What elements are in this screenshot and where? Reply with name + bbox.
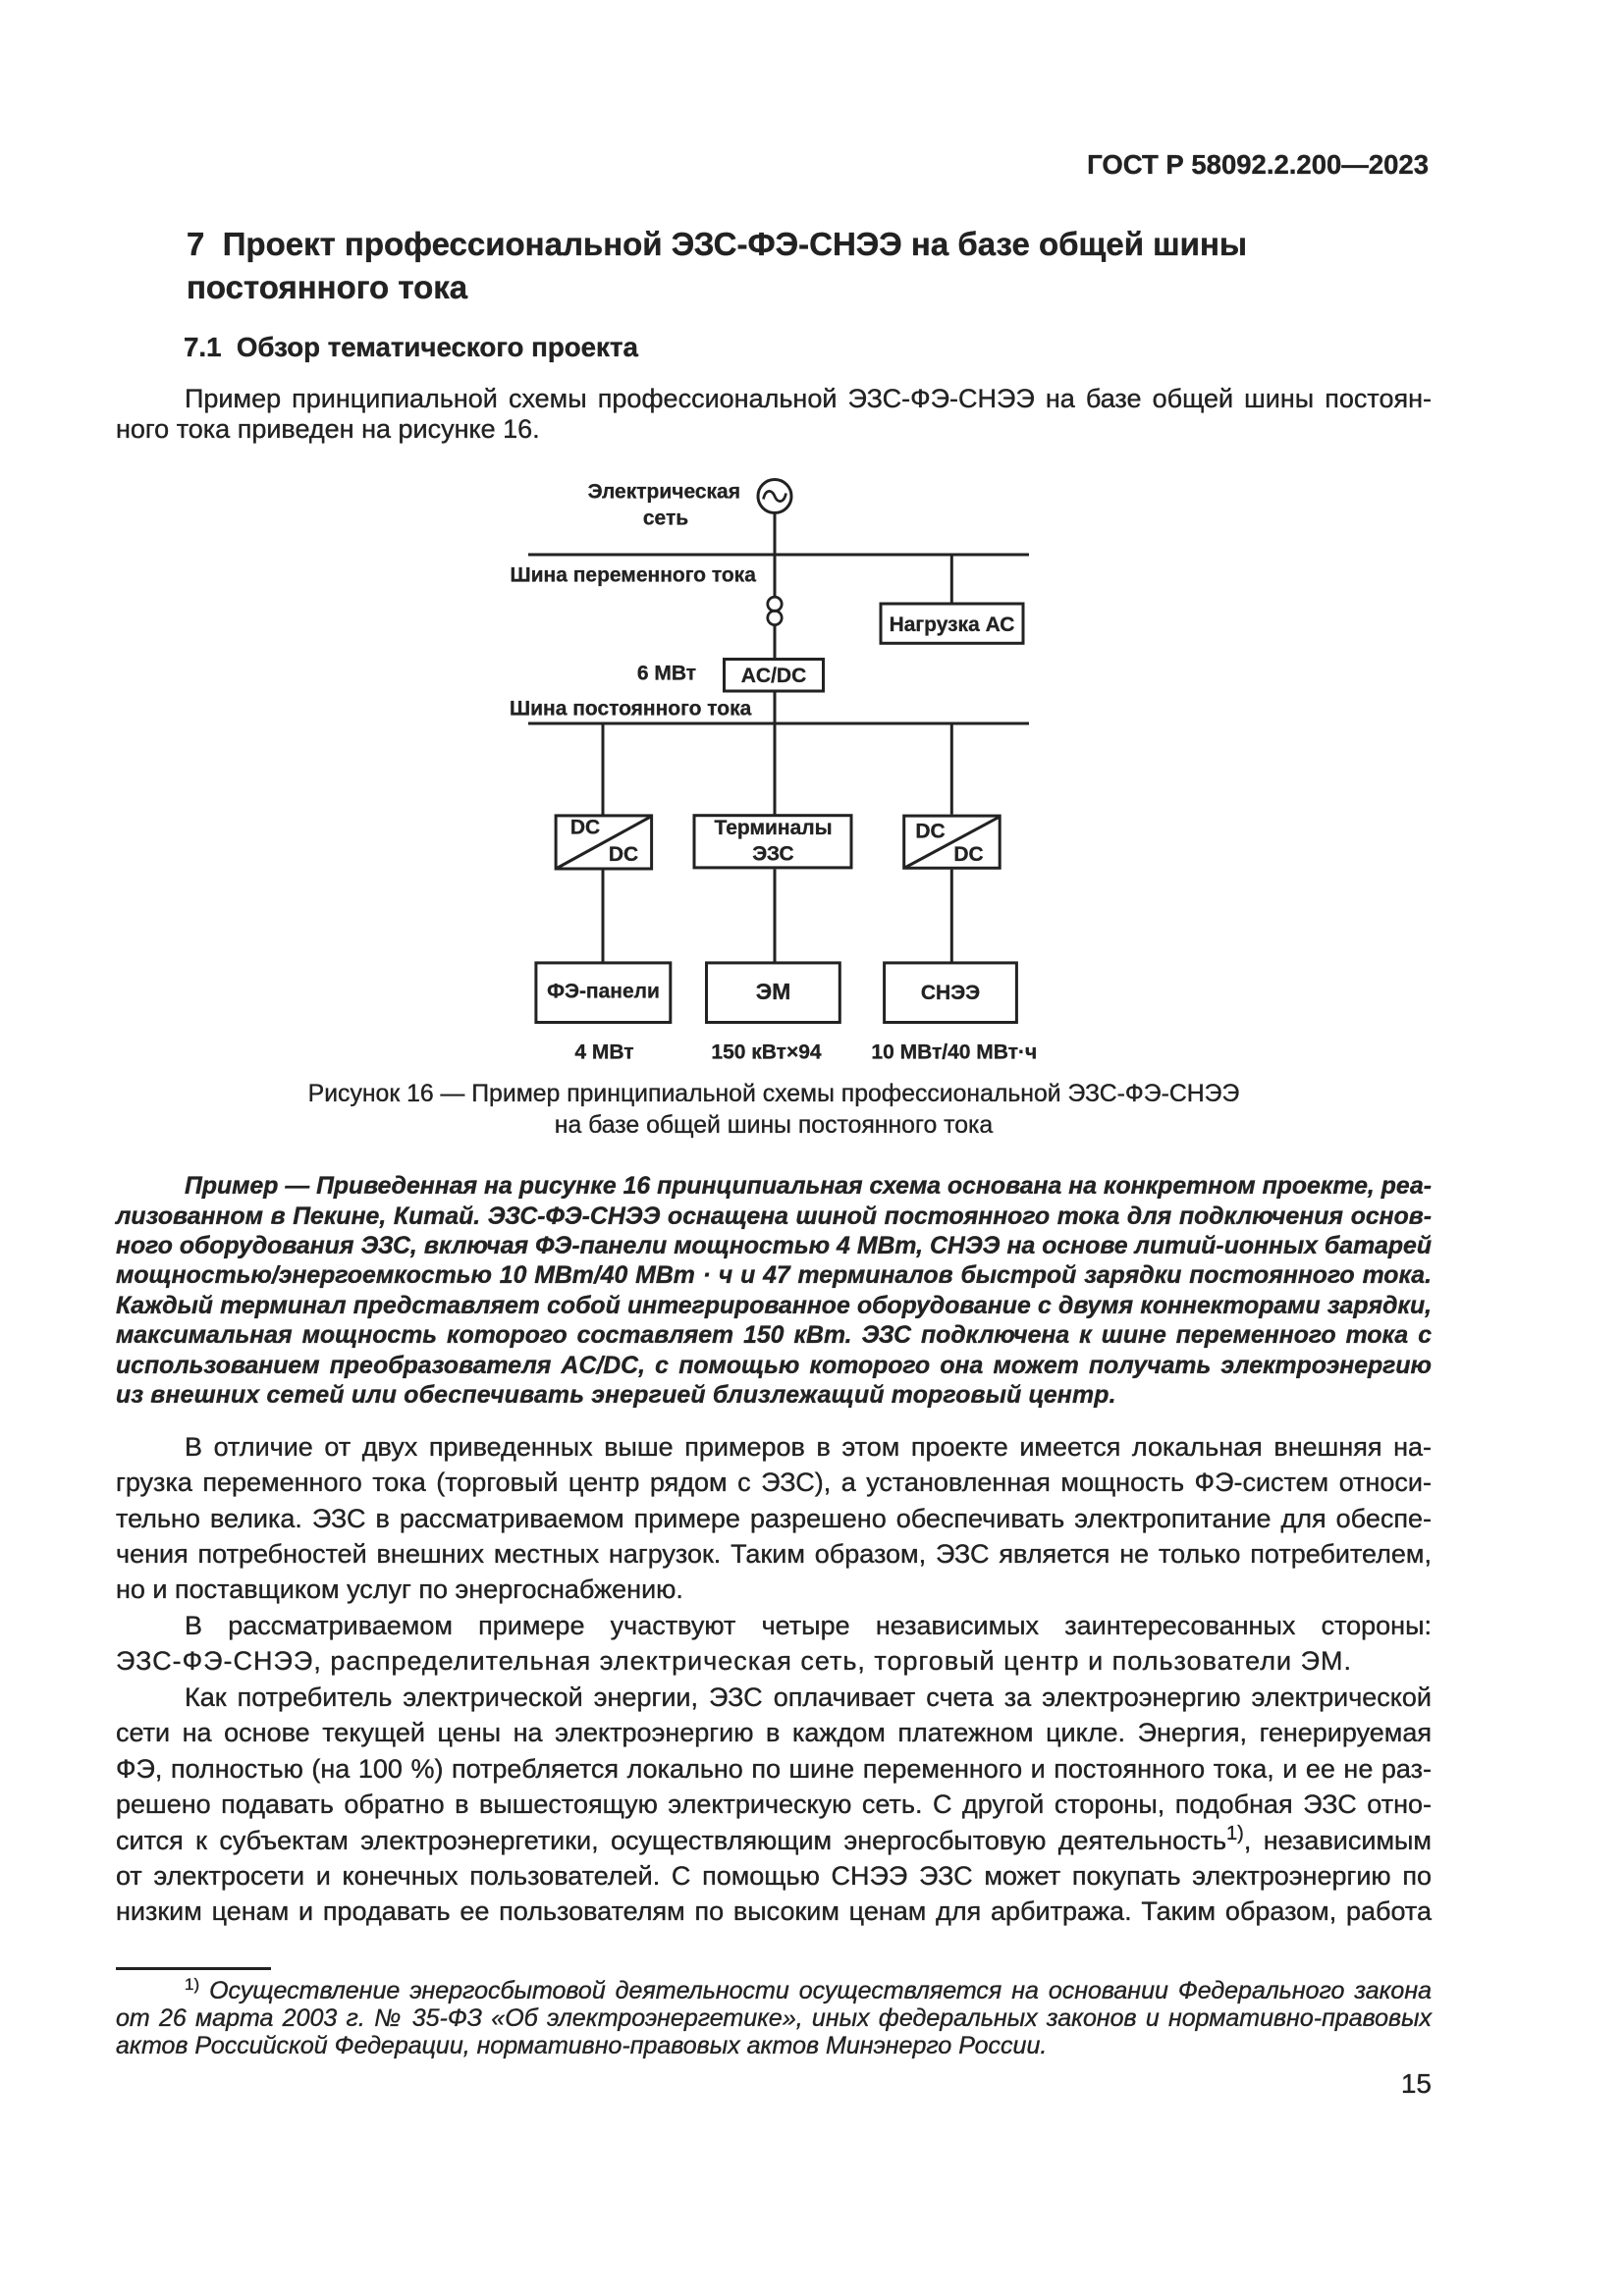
svg-text:Электрическая: Электрическая xyxy=(588,481,740,504)
svg-text:ФЭ-панели: ФЭ-панели xyxy=(547,981,660,1003)
svg-text:Шина постоянного тока: Шина постоянного тока xyxy=(510,698,752,721)
svg-text:DC: DC xyxy=(915,821,945,843)
svg-text:DC: DC xyxy=(953,843,983,866)
svg-text:ЭЗС: ЭЗС xyxy=(752,843,793,866)
svg-text:DC: DC xyxy=(609,843,638,866)
svg-text:150 кВт×94: 150 кВт×94 xyxy=(711,1041,821,1064)
svg-text:DC: DC xyxy=(570,817,600,839)
svg-text:6 МВт: 6 МВт xyxy=(637,663,696,685)
svg-text:сеть: сеть xyxy=(643,507,688,530)
svg-text:4 МВт: 4 МВт xyxy=(574,1041,633,1064)
svg-text:AC/DC: AC/DC xyxy=(741,665,807,687)
svg-text:Нагрузка АС: Нагрузка АС xyxy=(890,614,1015,636)
svg-text:Терминалы: Терминалы xyxy=(714,817,832,839)
svg-text:Шина переменного тока: Шина переменного тока xyxy=(511,564,757,587)
svg-text:10 МВт/40 МВт·ч: 10 МВт/40 МВт·ч xyxy=(871,1041,1037,1064)
svg-text:ЭМ: ЭМ xyxy=(756,979,791,1004)
svg-text:СНЭЭ: СНЭЭ xyxy=(921,982,980,1004)
